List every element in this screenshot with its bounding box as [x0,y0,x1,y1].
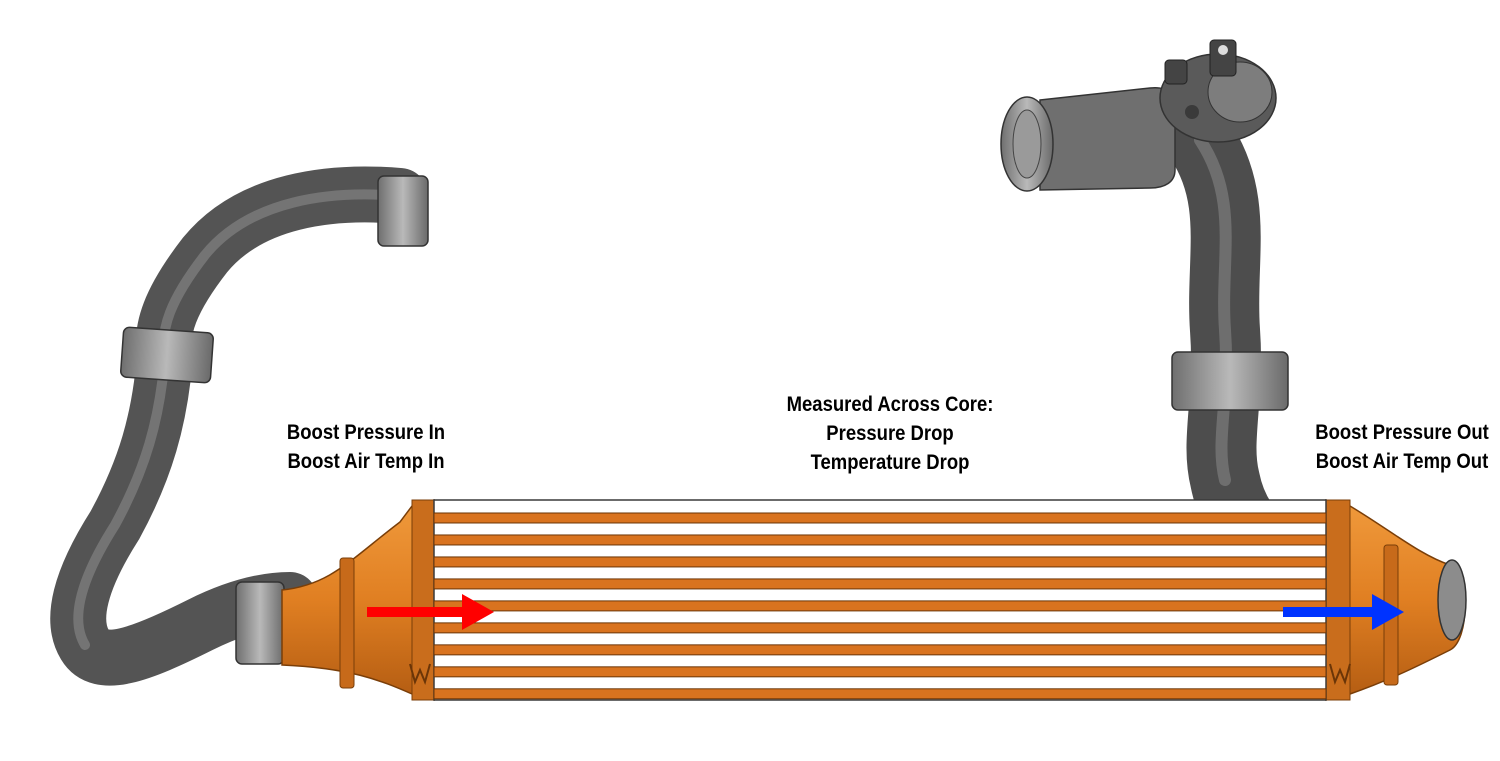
outlet-tank-logo [1329,663,1351,686]
inlet-coupler-top [377,175,429,247]
inlet-coupler-mid [120,326,214,384]
core-tube [433,578,1327,590]
outlet-label: Boost Pressure Out Boost Air Temp Out [1279,418,1500,476]
core-tube [433,644,1327,656]
outlet-arrow-head [1372,594,1404,630]
inlet-coupler-bottom [235,581,285,665]
core-tube [433,600,1327,612]
core-label: Measured Across Core: Pressure Drop Temp… [732,390,1049,477]
inlet-end-tank [281,499,435,701]
inlet-label-line-1: Boost Pressure In [286,421,446,444]
core-label-line-3: Temperature Drop [810,451,970,474]
intercooler-core [433,499,1327,701]
inlet-arrow-shaft [367,607,465,617]
core-tube [433,512,1327,524]
outlet-coupler [1171,351,1289,411]
inlet-label: Boost Pressure In Boost Air Temp In [243,418,489,476]
core-tubes [433,512,1327,700]
inlet-tank-logo [409,663,431,686]
outlet-throttle-body [1039,87,1176,191]
outlet-end-tank [1325,499,1467,701]
core-label-line-1: Measured Across Core: [786,393,994,416]
outlet-label-line-1: Boost Pressure Out [1315,421,1489,444]
inlet-pipe [50,166,429,686]
core-tube [433,622,1327,634]
outlet-arrow-shaft [1283,607,1375,617]
outlet-pipe [1000,39,1355,610]
core-tube [433,534,1327,546]
core-tube [433,556,1327,568]
inlet-label-line-2: Boost Air Temp In [287,450,445,473]
core-label-line-2: Pressure Drop [826,422,954,445]
inlet-flow-arrow [367,594,494,630]
outlet-flow-arrow [1283,594,1404,630]
core-tube [433,688,1327,700]
core-tube [433,666,1327,678]
inlet-arrow-head [462,594,494,630]
outlet-label-line-2: Boost Air Temp Out [1315,450,1489,473]
